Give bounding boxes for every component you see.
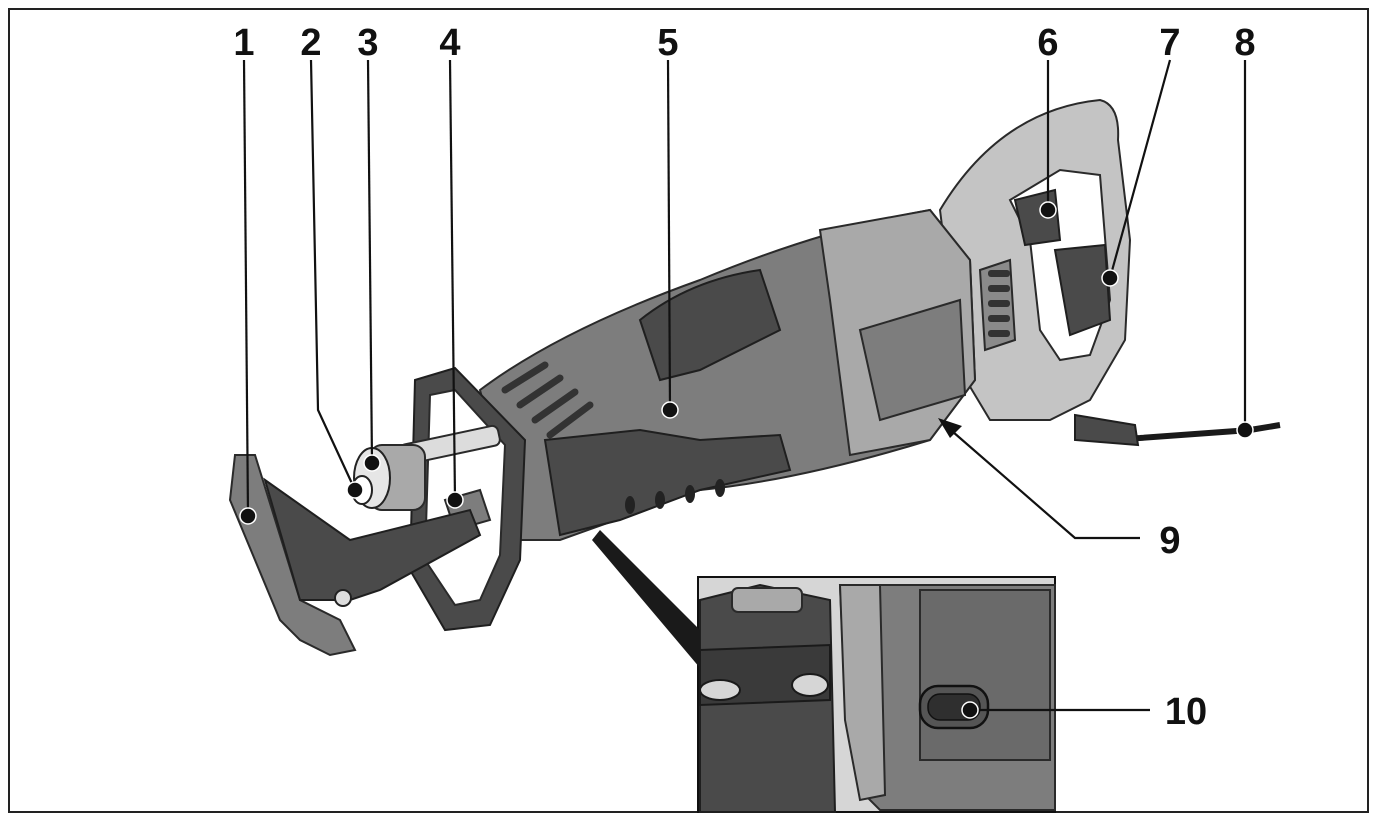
dot-10 [961, 701, 979, 719]
callout-10: 10 [1165, 691, 1207, 733]
callout-1: 1 [233, 22, 254, 64]
callout-8: 8 [1234, 22, 1255, 64]
inset-pointer [592, 530, 700, 668]
dot-8 [1236, 421, 1254, 439]
leader-lines [242, 59, 1247, 712]
callout-2: 2 [300, 22, 321, 64]
leader-4 [448, 59, 457, 501]
callout-labels: 1 2 3 4 5 6 7 8 9 10 [233, 22, 1255, 733]
vent-slots [988, 270, 1010, 337]
callout-dots [239, 201, 1254, 719]
leader-1 [242, 59, 250, 517]
dot-2 [346, 481, 364, 499]
leader-7 [1108, 59, 1172, 279]
callout-7: 7 [1159, 22, 1180, 64]
callout-9: 9 [1159, 520, 1180, 562]
leader-9 [944, 424, 1140, 540]
callout-3: 3 [357, 22, 378, 64]
callout-4: 4 [439, 22, 460, 64]
grip-ribs [501, 361, 725, 514]
leader-3 [366, 59, 374, 464]
arrowhead-9 [938, 418, 962, 438]
leader-5 [666, 59, 672, 411]
dot-5 [661, 401, 679, 419]
inset-detail [697, 576, 1056, 813]
dot-6 [1039, 201, 1057, 219]
callout-6: 6 [1037, 22, 1058, 64]
dot-7 [1101, 269, 1119, 287]
dot-1 [239, 507, 257, 525]
leader-2 [309, 59, 356, 491]
dot-3 [363, 454, 381, 472]
dot-4 [446, 491, 464, 509]
saw-body [228, 98, 1281, 657]
callout-5: 5 [657, 22, 678, 64]
